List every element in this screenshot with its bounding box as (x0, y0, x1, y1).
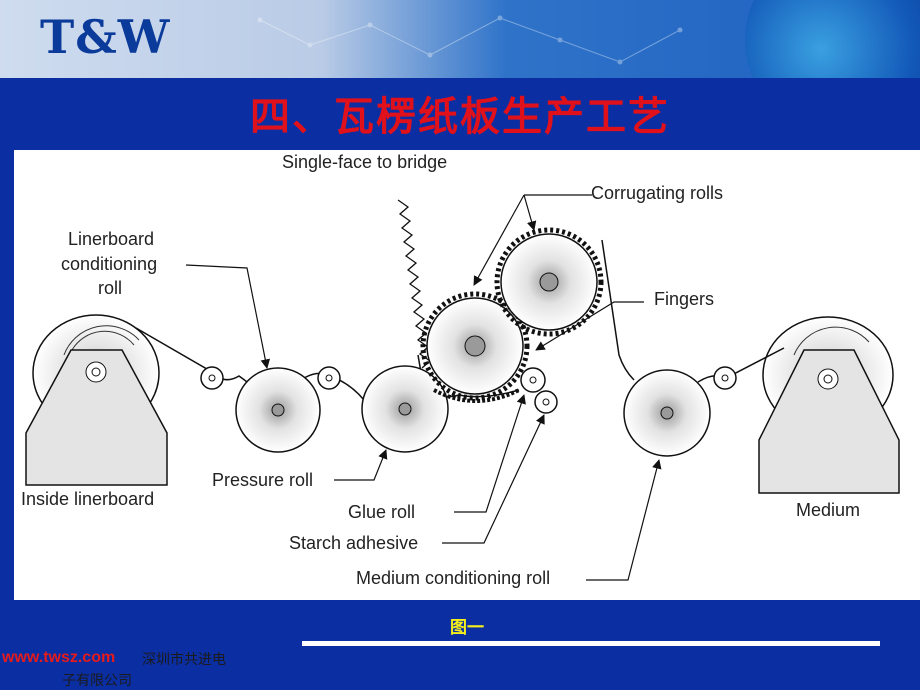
label-fingers: Fingers (654, 289, 715, 309)
single-face-web (397, 199, 432, 369)
globe-icon (745, 0, 920, 78)
large-rolls (235, 365, 711, 457)
label-glue-roll: Glue roll (348, 502, 416, 522)
label-medium: Medium (796, 500, 861, 520)
leader-arrows (185, 194, 662, 581)
label-inside-linerboard: Inside linerboard (21, 489, 155, 509)
footer-company-line2: 子有限公司 (62, 673, 132, 689)
label-corrugating-rolls: Corrugating rolls (591, 183, 724, 203)
figure-caption: 图一 (450, 618, 484, 638)
label-starch-adhesive: Starch adhesive (289, 533, 419, 553)
star-map-decoration (257, 15, 683, 65)
footer-company-line1: 深圳市共进电 (142, 652, 226, 668)
footer-divider (302, 641, 880, 646)
linerboard-reel (25, 314, 168, 486)
label-pressure-roll: Pressure roll (212, 470, 314, 490)
corrugator-drawing (25, 194, 900, 581)
label-medium-conditioning: Medium conditioning roll (356, 568, 551, 588)
slide-title: 四、瓦楞纸板生产工艺 (250, 94, 670, 140)
label-linerboard-1: Linerboard (68, 229, 155, 249)
label-single-face: Single-face to bridge (282, 152, 448, 172)
corrugator-diagram: Single-face to bridge Corrugating rolls … (14, 150, 920, 600)
small-rolls (200, 366, 737, 414)
label-linerboard-2: conditioning (61, 254, 158, 274)
corrugating-rolls (420, 227, 604, 403)
header-banner: T&W (0, 0, 920, 78)
company-logo: T&W (40, 10, 171, 64)
footer-url-link[interactable]: www.twsz.com (2, 649, 116, 666)
medium-reel (758, 316, 900, 494)
label-linerboard-3: roll (98, 278, 123, 298)
